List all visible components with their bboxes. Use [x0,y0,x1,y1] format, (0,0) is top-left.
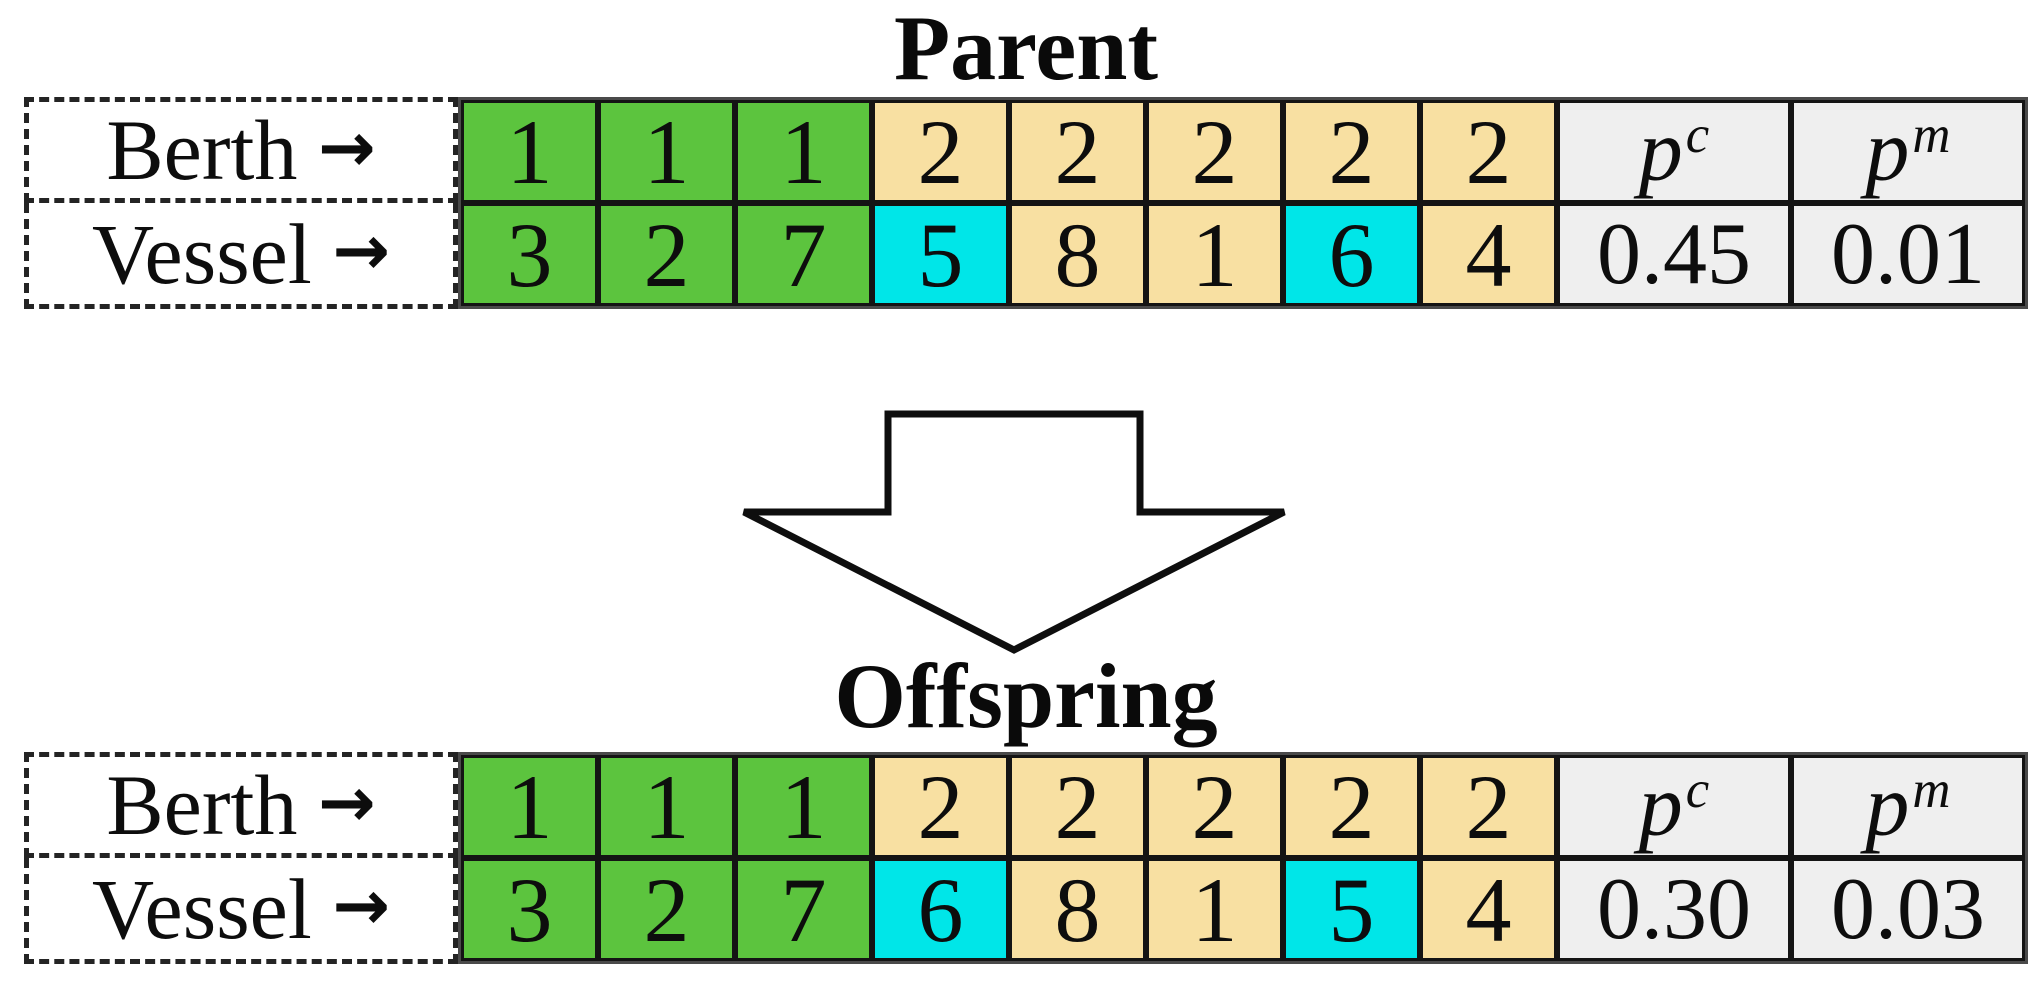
gene-cell: 1 [735,755,872,858]
gene-cell: 8 [1009,203,1146,306]
gene-cell: 3 [461,203,598,306]
pm-header-cell: pm [1791,100,2025,203]
gene-cell: 1 [735,100,872,203]
pc-header-cell: pc [1557,100,1791,203]
gene-cell: 8 [1009,858,1146,961]
berth-label-text: Berth [106,757,298,853]
berth-row-label: Berth→ [24,97,458,203]
right-arrow-glyph: → [318,762,376,843]
right-arrow-glyph: → [318,107,376,188]
down-arrow [742,410,1286,654]
gene-cell: 1 [598,755,735,858]
parent-title: Parent [893,0,1158,99]
gene-cell: 7 [735,203,872,306]
parent-table: Berth→ Vessel→ 1 1 1 2 2 2 2 2 pc pm 3 2… [24,97,2028,309]
pm-value-cell: 0.01 [1791,203,2025,306]
gene-cell: 2 [1146,755,1283,858]
offspring-chromosome-cells: 1 1 1 2 2 2 2 2 pc pm 3 2 7 6 8 1 5 4 0.… [458,752,2028,964]
gene-cell: 2 [872,755,1009,858]
gene-cell: 2 [1146,100,1283,203]
pm-symbol: pm [1865,102,1951,200]
gene-cell: 2 [1009,755,1146,858]
pc-value-cell: 0.30 [1557,858,1791,961]
gene-cell: 5 [872,203,1009,306]
pm-value-cell: 0.03 [1791,858,2025,961]
pc-symbol: pc [1638,757,1710,855]
gene-cell: 6 [1283,203,1420,306]
gene-cell: 2 [1283,755,1420,858]
gene-cell: 2 [1283,100,1420,203]
pm-header-cell: pm [1791,755,2025,858]
gene-cell: 2 [598,858,735,961]
pc-value-cell: 0.45 [1557,203,1791,306]
gene-cell: 5 [1283,858,1420,961]
pc-header-cell: pc [1557,755,1791,858]
pm-symbol: pm [1865,757,1951,855]
gene-cell: 3 [461,858,598,961]
gene-cell: 2 [1420,100,1557,203]
gene-cell: 1 [461,755,598,858]
offspring-title: Offspring [834,645,1218,747]
gene-cell: 1 [461,100,598,203]
gene-cell: 4 [1420,858,1557,961]
gene-cell: 4 [1420,203,1557,306]
parent-chromosome-cells: 1 1 1 2 2 2 2 2 pc pm 3 2 7 5 8 1 6 4 0.… [458,97,2028,309]
right-arrow-glyph: → [332,866,391,947]
gene-cell: 2 [1009,100,1146,203]
pc-symbol: pc [1638,102,1710,200]
right-arrow-glyph: → [332,211,391,292]
gene-cell: 1 [1146,858,1283,961]
gene-cell: 1 [598,100,735,203]
vessel-row-label: Vessel→ [24,203,458,309]
row-label-box: Berth→ Vessel→ [24,97,458,309]
gene-cell: 2 [872,100,1009,203]
row-label-box: Berth→ Vessel→ [24,752,458,964]
berth-label-text: Berth [106,102,298,198]
gene-cell: 6 [872,858,1009,961]
offspring-table: Berth→ Vessel→ 1 1 1 2 2 2 2 2 pc pm 3 2… [24,752,2028,964]
gene-cell: 2 [1420,755,1557,858]
vessel-row-label: Vessel→ [24,858,458,964]
vessel-label-text: Vessel [91,205,312,302]
gene-cell: 2 [598,203,735,306]
berth-row-label: Berth→ [24,752,458,858]
gene-cell: 7 [735,858,872,961]
gene-cell: 1 [1146,203,1283,306]
vessel-label-text: Vessel [91,860,312,957]
